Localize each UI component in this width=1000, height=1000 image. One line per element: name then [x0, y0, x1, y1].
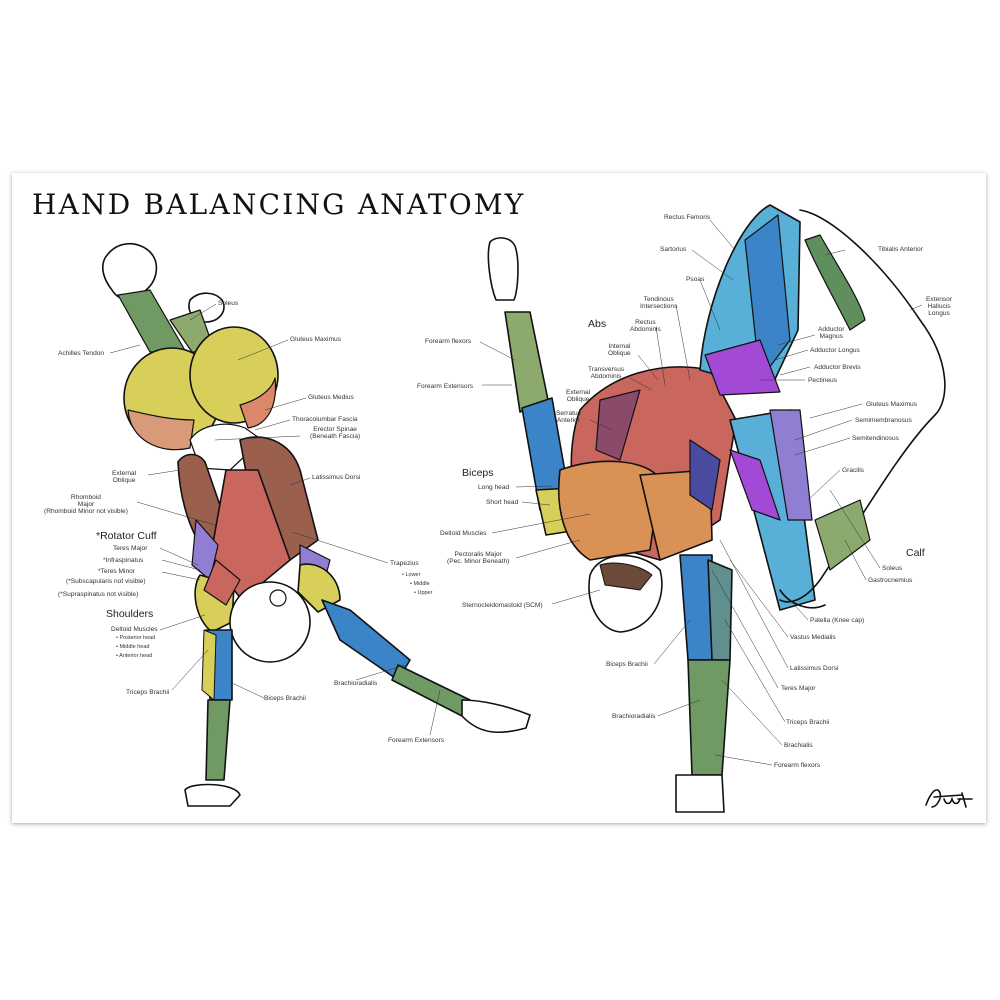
label-sartorius: Sartorius [660, 246, 687, 253]
label-semimembranosus: Semimembranosus [855, 417, 912, 424]
label-adductor-magnus: Adductor Magnus [818, 326, 845, 340]
label-gastrocnemius: Gastrocnemius [868, 577, 913, 584]
label-biceps-left: Biceps Brachii [264, 695, 306, 702]
label-pectoralis-major: Pectoralis Major (Pec. Minor Beneath) [447, 551, 510, 565]
label-achilles-tendon: Achilles Tendon [58, 350, 105, 357]
label-external-oblique-left: External Oblique [112, 470, 137, 484]
label-posterior-head: • Posterior head [116, 635, 156, 641]
label-gluteus-maximus-left: Gluteus Maximus [290, 336, 341, 343]
label-psoas: Psoas [686, 276, 705, 283]
label-patella: Patella (Knee cap) [810, 617, 865, 624]
label-thoracolumbar-fascia: Thoracolumbar Fascia [292, 416, 358, 423]
label-forearm-extensors-left: Forearm Extensors [388, 737, 445, 744]
section-shoulders: Shoulders [106, 608, 154, 620]
label-triceps-left: Triceps Brachii [126, 689, 170, 696]
label-soleus-right: Soleus [882, 565, 903, 572]
label-latissimus-dorsi-right: Latissimus Dorsi [790, 665, 839, 672]
left-figure [102, 242, 531, 807]
label-infraspinatus: *Infraspinatus [103, 557, 144, 564]
label-forearm-flexors-upper: Forearm flexors [425, 338, 472, 345]
label-extensor-hallucis-longus: Extensor Hallucis Longus [926, 296, 953, 317]
section-rotator-cuff: *Rotator Cuff [96, 530, 157, 542]
label-forearm-extensors-right: Forearm Extensors [417, 383, 474, 390]
label-anterior-head: • Anterior head [116, 653, 153, 659]
right-figure [487, 204, 946, 813]
label-trap-lower: • Lower [402, 572, 421, 578]
label-teres-major-right: Teres Major [781, 685, 816, 692]
artist-signature [925, 789, 973, 808]
label-rectus-femoris: Rectus Femoris [664, 214, 711, 221]
label-external-oblique-right: External Oblique [566, 389, 591, 403]
label-sternocleidomastoid: Sternocleidomastoid (SCM) [462, 602, 543, 609]
label-semitendinosus: Semitendinosus [852, 435, 899, 442]
section-calf: Calf [906, 547, 925, 559]
label-deltoid-left: Deltoid Muscles [111, 626, 158, 633]
label-erector-spinae: Erector Spinae (Beneath Fascia) [310, 426, 361, 440]
label-deltoid-right: Deltoid Muscles [440, 530, 487, 537]
label-teres-major-left: Teres Major [113, 545, 148, 552]
section-biceps: Biceps [462, 467, 494, 479]
label-vastus-medialis: Vastus Medialis [790, 634, 836, 641]
label-gluteus-maximus-right: Gluteus Maximus [866, 401, 917, 408]
leader-lines [109, 219, 923, 766]
label-biceps-brachii-right: Biceps Brachii [606, 661, 648, 668]
label-rectus-abdominis: Rectus Abdominis [630, 319, 661, 333]
label-teres-minor: *Teres Minor [98, 568, 136, 575]
label-soleus-left: Soleus [218, 300, 239, 307]
label-triceps-right: Triceps Brachii [786, 719, 830, 726]
label-short-head: Short head [486, 499, 519, 506]
label-supraspinatus: (*Supraspinatus not visible) [58, 591, 139, 598]
label-middle-head: • Middle head [116, 644, 150, 650]
section-abs: Abs [588, 318, 607, 330]
label-gracilis: Gracilis [842, 467, 864, 474]
label-internal-oblique: Internal Oblique [608, 343, 631, 357]
label-trapezius: Trapezius [390, 560, 419, 567]
label-trap-middle: • Middle [410, 581, 430, 587]
label-adductor-brevis: Adductor Brevis [814, 364, 861, 371]
label-subscapularis: (*Subscapularis not visible) [66, 578, 146, 585]
label-adductor-longus: Adductor Longus [810, 347, 860, 354]
label-tendinous-intersections: Tendinous Intersections [640, 296, 678, 310]
label-trap-upper: • Upper [414, 590, 433, 596]
label-brachioradialis-left: Brachioradialis [334, 680, 378, 687]
label-tibialis-anterior: Tibialis Anterior [878, 246, 923, 253]
label-latissimus-dorsi-left: Latissimus Dorsi [312, 474, 361, 481]
label-transversus-abdominis: Transversus Abdominis [588, 366, 625, 380]
page-title: HAND BALANCING ANATOMY [32, 188, 526, 221]
label-gluteus-medius: Gluteus Medius [308, 394, 354, 401]
label-long-head: Long head [478, 484, 510, 491]
label-brachialis: Brachialis [784, 742, 813, 749]
label-forearm-flexors-lower: Forearm flexors [774, 762, 821, 769]
label-pectineus: Pectineus [808, 377, 837, 384]
label-serratus-anterior: Serratus Anterior [556, 410, 581, 424]
label-brachioradialis-right: Brachioradialis [612, 713, 656, 720]
label-rhomboid: Rhomboid Major (Rhomboid Minor not visib… [44, 494, 128, 515]
